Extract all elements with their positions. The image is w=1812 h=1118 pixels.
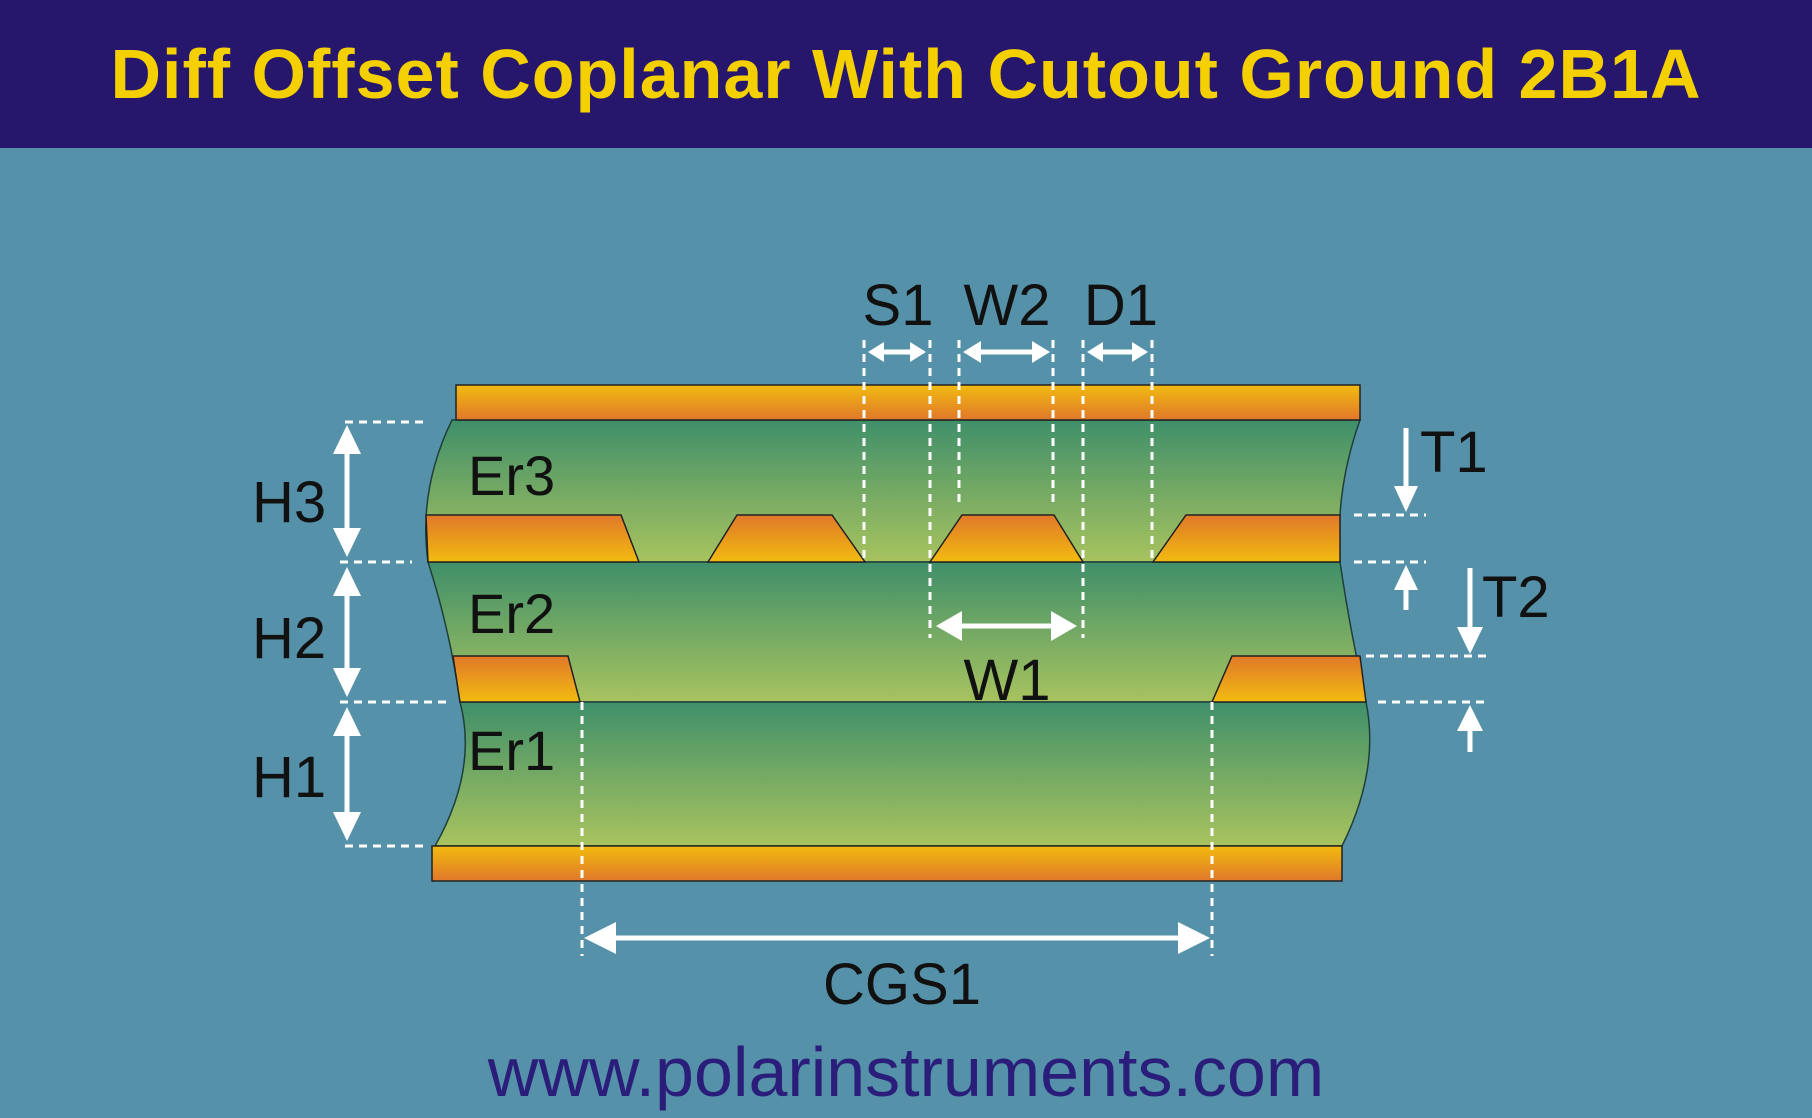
label-cgs1: CGS1: [823, 952, 981, 1017]
label-er1: Er1: [468, 719, 555, 782]
d1-arrow: [1087, 342, 1148, 362]
h1-arrow: [333, 707, 361, 841]
footer-url: www.polarinstruments.com: [487, 1033, 1324, 1111]
h2-arrow: [333, 567, 361, 697]
dielectric-layer-er1: [433, 701, 1371, 847]
label-t1: T1: [1420, 420, 1488, 485]
top-ground-plane: [455, 384, 1361, 421]
t1-arrows: [1394, 428, 1418, 610]
signal-trace-2: [928, 514, 1085, 563]
cutout-ground-left: [452, 655, 581, 703]
coplanar-ground-right: [1151, 514, 1341, 563]
signal-trace-1: [706, 514, 867, 563]
h3-arrow: [333, 425, 361, 557]
label-d1: D1: [1084, 273, 1158, 338]
w1-arrow: [936, 611, 1077, 641]
label-er3: Er3: [468, 444, 555, 507]
label-w1: W1: [964, 648, 1051, 713]
diagram-title: Diff Offset Coplanar With Cutout Ground …: [110, 35, 1702, 113]
cutout-ground-right: [1210, 655, 1367, 703]
title-bar: Diff Offset Coplanar With Cutout Ground …: [0, 0, 1812, 148]
label-er2: Er2: [468, 582, 555, 645]
label-h2: H2: [252, 606, 326, 671]
label-w2: W2: [964, 273, 1051, 338]
dimension-guides: [340, 340, 1486, 956]
label-t2: T2: [1482, 565, 1550, 630]
s1-arrow: [868, 342, 926, 362]
label-h1: H1: [252, 745, 326, 810]
stackup-diagram: S1 W2 D1 T1 T2 H3 H2 H1 Er3 Er2 Er1 W1 C…: [252, 273, 1550, 1111]
t2-arrows: [1457, 568, 1483, 752]
label-s1: S1: [863, 273, 934, 338]
bottom-ground-plane: [431, 845, 1343, 882]
label-h3: H3: [252, 470, 326, 535]
coplanar-ground-left: [425, 514, 641, 563]
cgs1-arrow: [584, 922, 1210, 954]
w2-arrow: [963, 341, 1050, 363]
